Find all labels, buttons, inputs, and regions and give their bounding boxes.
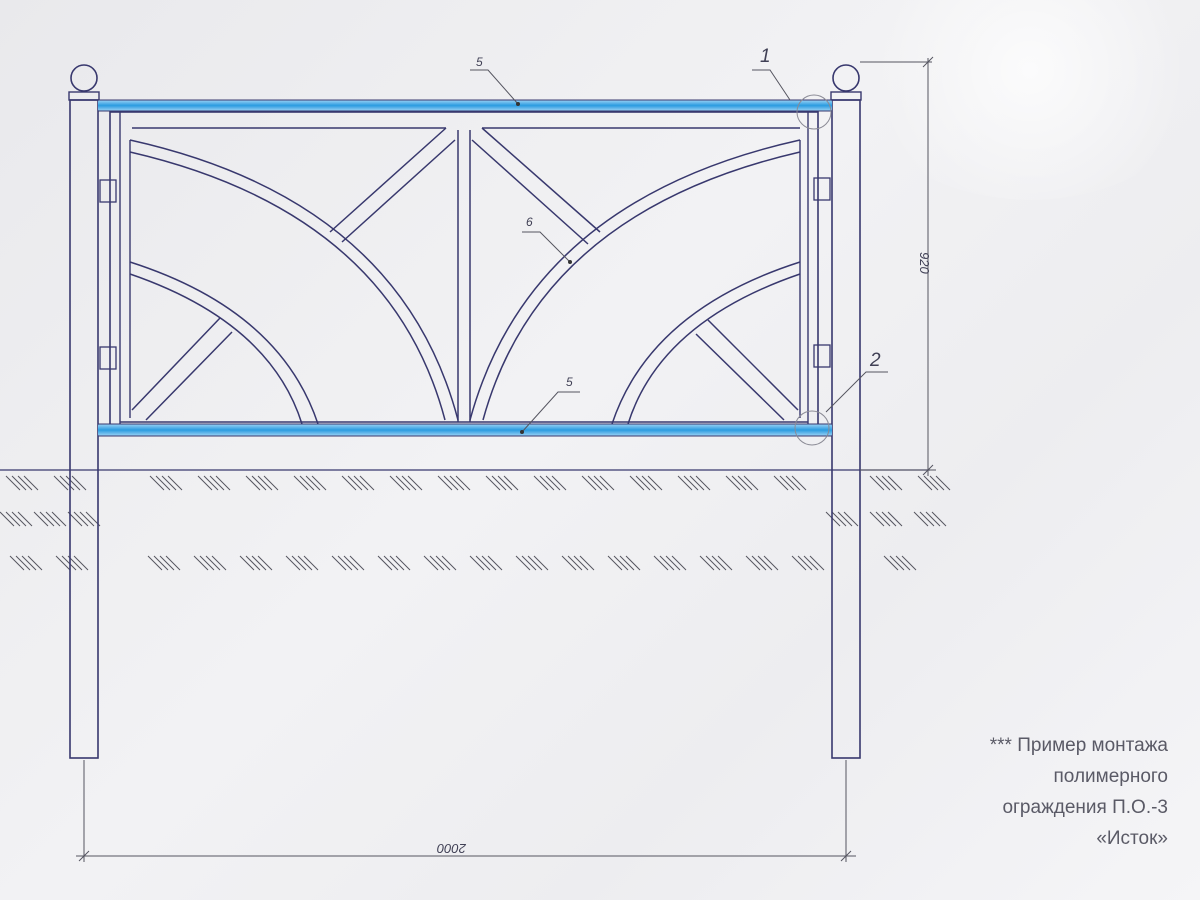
- leader-line-infill: [522, 231, 571, 263]
- infill-label: 6: [526, 215, 533, 229]
- callout-circle-1: [796, 94, 832, 130]
- right-post-cap: [832, 64, 860, 92]
- caption-line-4: «Исток»: [1096, 828, 1168, 849]
- leader-dot-rail-top: [516, 102, 520, 106]
- left-large-arc-outer: [129, 139, 459, 421]
- bottom-rail: [98, 423, 832, 437]
- callout-label-2: 2: [869, 350, 881, 371]
- left-small-diagonal-b: [145, 331, 233, 421]
- leader-dot-rail-bottom: [520, 430, 524, 434]
- leader-line-rail-bottom: [521, 391, 580, 433]
- left-post-cap-base: [68, 91, 100, 101]
- rail-bottom-label: 5: [566, 375, 573, 389]
- right-post: [813, 64, 862, 759]
- left-post-bracket-upper: [99, 179, 117, 203]
- left-small-arc-inner: [129, 273, 303, 425]
- rail-top-label: 5: [476, 55, 483, 69]
- leader-line-1: [752, 69, 791, 101]
- right-small-diagonal-b: [695, 333, 785, 421]
- left-post-body: [69, 99, 99, 759]
- right-small-arc-outer: [611, 261, 801, 425]
- left-post-bracket-lower: [99, 346, 117, 370]
- top-rail: [98, 99, 832, 112]
- right-small-arc-inner: [627, 273, 801, 425]
- left-small-arc-outer: [129, 261, 319, 425]
- callout-label-1: 1: [760, 46, 771, 67]
- leader-dot-infill: [568, 260, 572, 264]
- caption-line-1: *** Пример монтажа: [989, 735, 1168, 756]
- right-post-body: [831, 99, 861, 759]
- leader-line-rail-top: [470, 69, 519, 105]
- caption-line-2: полимерного: [1053, 766, 1168, 787]
- height-dimension-label: 920: [917, 252, 932, 274]
- fence-panel: [109, 111, 819, 431]
- right-post-cap-base: [830, 91, 862, 101]
- left-diagonal-a: [329, 127, 447, 233]
- caption-note: *** Пример монтажа полимерного ограждени…: [868, 730, 1168, 854]
- leader-line-2: [825, 371, 888, 413]
- left-diagonal-b: [341, 139, 456, 243]
- left-post-cap: [70, 64, 98, 92]
- height-dimension: 920: [860, 56, 936, 476]
- right-large-arc-inner: [482, 151, 801, 421]
- right-diagonal-b: [471, 139, 589, 245]
- left-small-diagonal-a: [131, 317, 221, 411]
- right-post-bracket-lower: [813, 344, 831, 368]
- panel-outer-frame: [109, 111, 819, 431]
- ground-hatching: [0, 475, 951, 571]
- width-dimension: 2000: [76, 760, 856, 862]
- right-small-diagonal-a: [707, 319, 799, 411]
- left-post: [68, 64, 117, 759]
- right-diagonal-a: [481, 127, 601, 233]
- right-post-bracket-upper: [813, 177, 831, 201]
- callout-circle-2: [794, 410, 830, 446]
- caption-line-3: ограждения П.О.-3: [1002, 797, 1168, 818]
- left-large-arc-inner: [129, 151, 446, 421]
- width-dimension-label: 2000: [436, 841, 467, 856]
